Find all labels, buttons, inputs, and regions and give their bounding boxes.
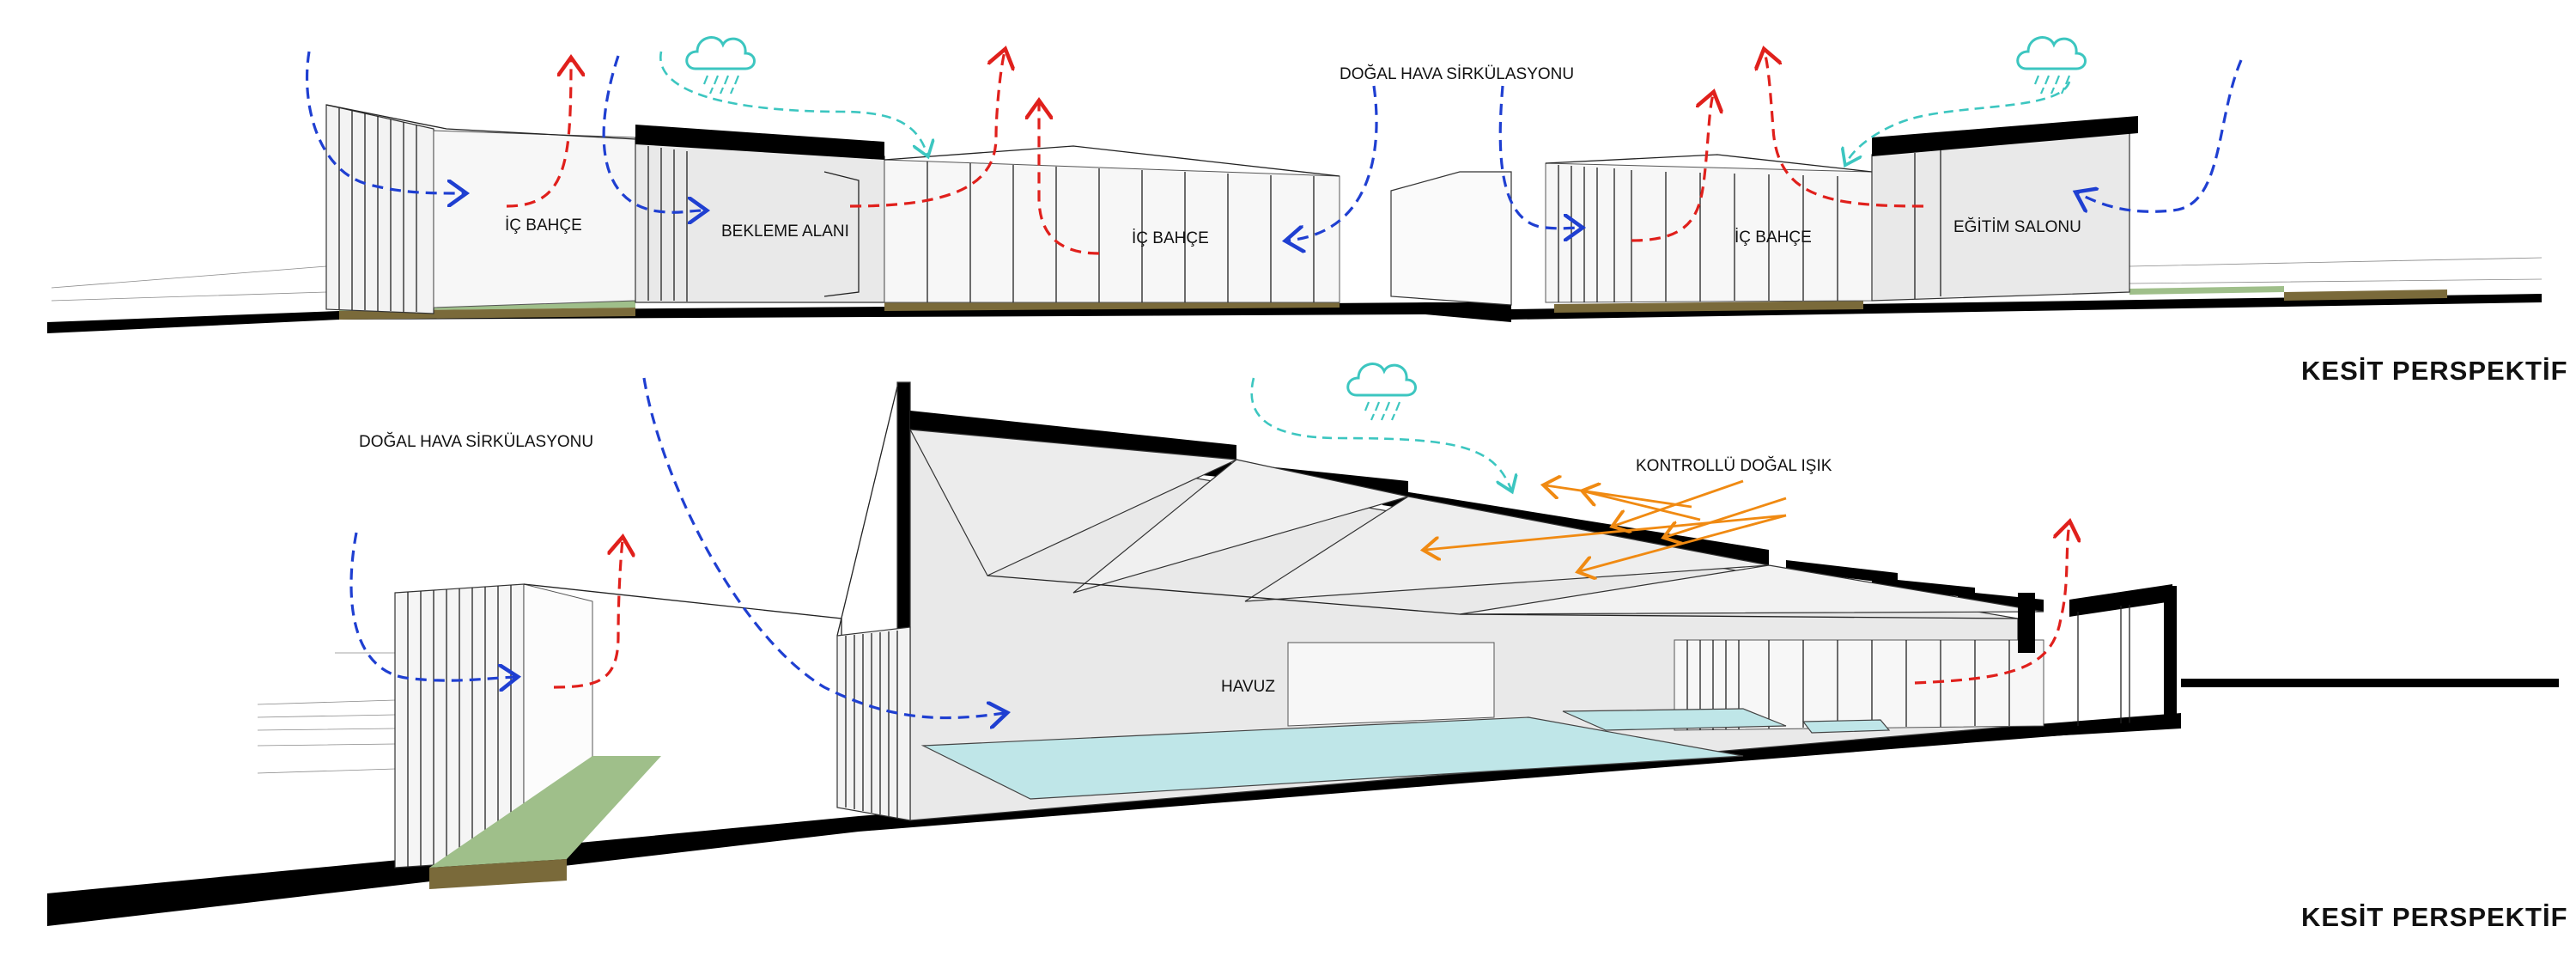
title-kesit-perspektif-1: KESİT PERSPEKTİF bbox=[2301, 356, 2568, 386]
label-egitim-salonu: EĞİTİM SALONU bbox=[1953, 217, 2081, 236]
top-airflow-arrows bbox=[306, 52, 2243, 255]
label-ic-bahce-2: İÇ BAHÇE bbox=[1132, 229, 1209, 247]
label-bekleme-alani: BEKLEME ALANI bbox=[721, 222, 849, 241]
bottom-section bbox=[47, 381, 2559, 926]
rain-cloud-icon bbox=[1346, 363, 1417, 422]
label-dogal-hava-top: DOĞAL HAVA SİRKÜLASYONU bbox=[1340, 64, 1574, 83]
rain-cloud-icon bbox=[685, 36, 756, 95]
label-ic-bahce-1: İÇ BAHÇE bbox=[505, 216, 582, 235]
label-havuz: HAVUZ bbox=[1221, 678, 1275, 696]
label-kontrollu-isik: KONTROLLÜ DOĞAL IŞIK bbox=[1636, 456, 1832, 475]
label-dogal-hava-bottom: DOĞAL HAVA SİRKÜLASYONU bbox=[359, 432, 593, 451]
title-kesit-perspektif-2: KESİT PERSPEKTİF bbox=[2301, 902, 2568, 932]
top-section bbox=[47, 104, 2543, 333]
label-ic-bahce-3: İÇ BAHÇE bbox=[1735, 229, 1812, 247]
bottom-airflow-arrows bbox=[349, 377, 2069, 718]
rain-cloud-icon bbox=[2016, 36, 2087, 95]
